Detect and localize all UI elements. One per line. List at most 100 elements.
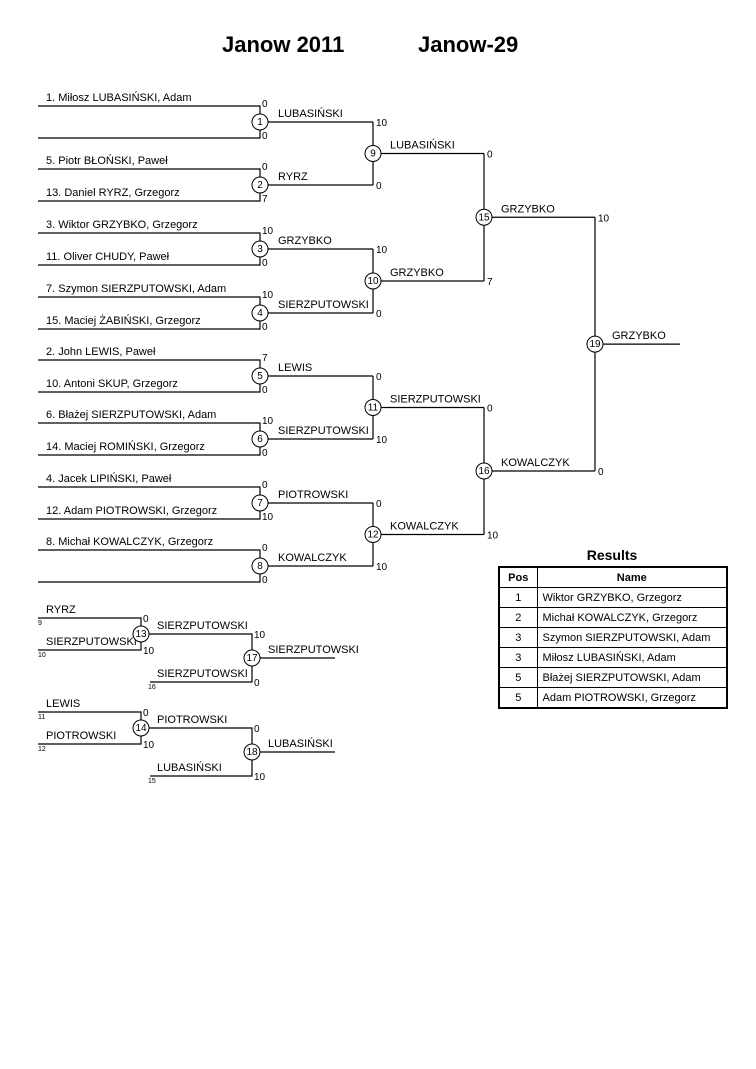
rep-ref: 9 xyxy=(38,620,42,627)
match-2-circle xyxy=(251,176,269,194)
score-top: 0 xyxy=(376,499,382,510)
score-bottom: 10 xyxy=(143,740,155,751)
match-5-number: 5 xyxy=(257,371,263,382)
score-bottom: 0 xyxy=(262,131,268,142)
result-pos: 3 xyxy=(498,647,538,668)
winner-name: SIERZPUTOWSKI xyxy=(278,299,369,311)
result-name: Szymon SIERZPUTOWSKI, Adam xyxy=(536,627,728,648)
score-top: 0 xyxy=(262,480,268,491)
results-header-row: Pos Name xyxy=(498,566,728,588)
score-bottom: 10 xyxy=(254,772,266,783)
rep-match-circle xyxy=(132,625,150,643)
player-name: 7. Szymon SIERZPUTOWSKI, Adam xyxy=(46,283,226,295)
match-8-number: 8 xyxy=(257,561,263,572)
winner-name: LUBASIŃSKI xyxy=(278,107,343,120)
winner-name: SIERZPUTOWSKI xyxy=(268,644,359,656)
rep-ref: 15 xyxy=(148,778,156,785)
score-bottom: 10 xyxy=(376,435,388,446)
score-top: 7 xyxy=(262,353,268,364)
match-6-number: 6 xyxy=(257,434,263,445)
winner-name: LEWIS xyxy=(278,362,312,374)
score-bottom: 7 xyxy=(262,194,268,205)
score-top: 10 xyxy=(262,226,274,237)
score-bottom: 0 xyxy=(254,678,260,689)
result-pos: 5 xyxy=(498,667,538,688)
match-r2-3-circle xyxy=(364,526,382,543)
match-6-circle xyxy=(251,430,269,448)
score-top: 10 xyxy=(262,416,274,427)
match-r2-1-circle xyxy=(364,272,382,290)
winner-name: LUBASIŃSKI xyxy=(268,737,333,750)
match-r3-0-number: 15 xyxy=(478,212,490,223)
winner-name: SIERZPUTOWSKI xyxy=(390,394,481,406)
rep-match-circle xyxy=(132,719,150,737)
score-top: 0 xyxy=(254,724,260,735)
player-name: 8. Michał KOWALCZYK, Grzegorz xyxy=(46,536,213,548)
rep-match-number: 14 xyxy=(135,723,147,734)
rep-match-number: 18 xyxy=(246,747,258,758)
rep-ref: 16 xyxy=(148,684,156,691)
score-top: 10 xyxy=(262,290,274,301)
match-4-number: 4 xyxy=(257,308,263,319)
score-top: 0 xyxy=(143,708,149,719)
score-bottom: 10 xyxy=(487,531,499,542)
winner-name: KOWALCZYK xyxy=(278,552,347,564)
rep-ref: 11 xyxy=(38,714,45,721)
match-1-number: 1 xyxy=(257,117,263,128)
score-bottom: 10 xyxy=(376,562,388,573)
rep-match-circle xyxy=(243,649,261,667)
rep-name: LEWIS xyxy=(46,698,80,710)
player-name: 13. Daniel RYRZ, Grzegorz xyxy=(46,187,180,199)
score-bottom: 0 xyxy=(262,258,268,269)
score-top: 10 xyxy=(254,630,266,641)
rep-ref: 10 xyxy=(38,652,46,659)
player-name: 15. Maciej ŻABIŃSKI, Grzegorz xyxy=(46,314,201,327)
match-r2-3-number: 12 xyxy=(367,530,379,541)
match-r2-1-number: 10 xyxy=(367,276,379,287)
r1-bracket-line xyxy=(38,549,261,583)
score-bottom: 0 xyxy=(376,181,382,192)
score-top: 10 xyxy=(598,213,610,224)
result-name: Wiktor GRZYBKO, Grzegorz xyxy=(536,587,728,608)
match-r3-1-circle xyxy=(475,462,493,480)
results-header-pos: Pos xyxy=(498,566,538,588)
player-name: 12. Adam PIOTROWSKI, Grzegorz xyxy=(46,505,217,517)
rep-match-number: 17 xyxy=(246,653,258,664)
tournament-title: Janow 2011 xyxy=(222,32,344,57)
score-top: 0 xyxy=(487,404,493,415)
score-bottom: 0 xyxy=(376,309,382,320)
player-name: 11. Oliver CHUDY, Paweł xyxy=(46,251,170,263)
rep-match-number: 13 xyxy=(135,629,147,640)
score-bottom: 0 xyxy=(262,322,268,333)
score-bottom: 0 xyxy=(262,385,268,396)
result-pos: 3 xyxy=(498,627,538,648)
winner-name: LUBASIŃSKI xyxy=(390,139,455,152)
match-r2-0-number: 9 xyxy=(370,149,376,160)
score-bottom: 0 xyxy=(262,448,268,459)
winner-name: GRZYBKO xyxy=(501,203,555,215)
player-name: 2. John LEWIS, Paweł xyxy=(46,346,156,358)
winner-name: GRZYBKO xyxy=(390,267,444,279)
match-r3-1-number: 16 xyxy=(478,466,490,477)
winner-name: KOWALCZYK xyxy=(501,457,570,469)
score-bottom: 0 xyxy=(262,575,268,586)
winner-name: GRZYBKO xyxy=(612,330,666,342)
rep-name: RYRZ xyxy=(46,604,76,616)
match-3-number: 3 xyxy=(257,244,263,255)
score-top: 10 xyxy=(376,245,388,256)
rep-name: SIERZPUTOWSKI xyxy=(157,668,248,680)
player-name: 10. Antoni SKUP, Grzegorz xyxy=(46,378,178,390)
match-7-number: 7 xyxy=(257,498,263,509)
match-r3-0-circle xyxy=(475,208,493,226)
results-header-name: Name xyxy=(536,566,728,588)
score-top: 0 xyxy=(262,543,268,554)
winner-name: SIERZPUTOWSKI xyxy=(278,425,369,437)
